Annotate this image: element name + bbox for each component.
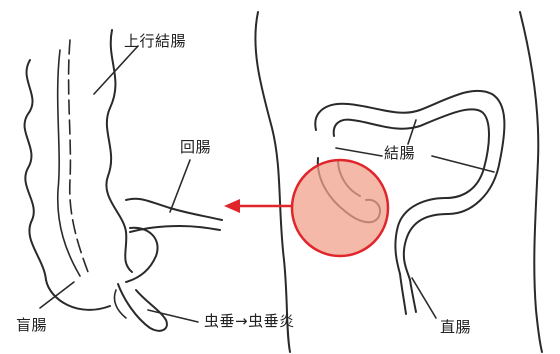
rectum-tube-right — [400, 274, 406, 314]
highlight-circle — [292, 160, 388, 256]
label-ascending-colon: 上行結腸 — [124, 34, 186, 49]
leader-appendix — [148, 310, 198, 322]
leader-lines — [40, 46, 494, 322]
label-colon: 結腸 — [384, 146, 415, 161]
leader-ileum — [170, 160, 190, 212]
cecum-outline — [126, 228, 158, 282]
rectum-tube-left — [410, 280, 416, 312]
body-left-edge — [255, 12, 290, 352]
appendix-inner — [114, 290, 126, 318]
label-appendix: 虫垂→虫垂炎 — [204, 314, 295, 329]
red-arrow — [224, 199, 292, 213]
leader-cecum — [40, 282, 74, 308]
colon-outer-wall — [25, 60, 110, 310]
label-cecum: 盲腸 — [16, 318, 47, 333]
left-colon-drawing — [25, 30, 222, 331]
leader-colon-up — [408, 120, 416, 144]
appendix-outline — [118, 284, 167, 331]
label-ileum: 回腸 — [180, 140, 211, 155]
label-rectum: 直腸 — [440, 320, 471, 335]
ileum-tube-bottom — [130, 226, 220, 232]
colon-taenia-band — [69, 40, 88, 272]
body-right-edge — [520, 12, 542, 352]
leader-colon-left — [336, 148, 382, 156]
